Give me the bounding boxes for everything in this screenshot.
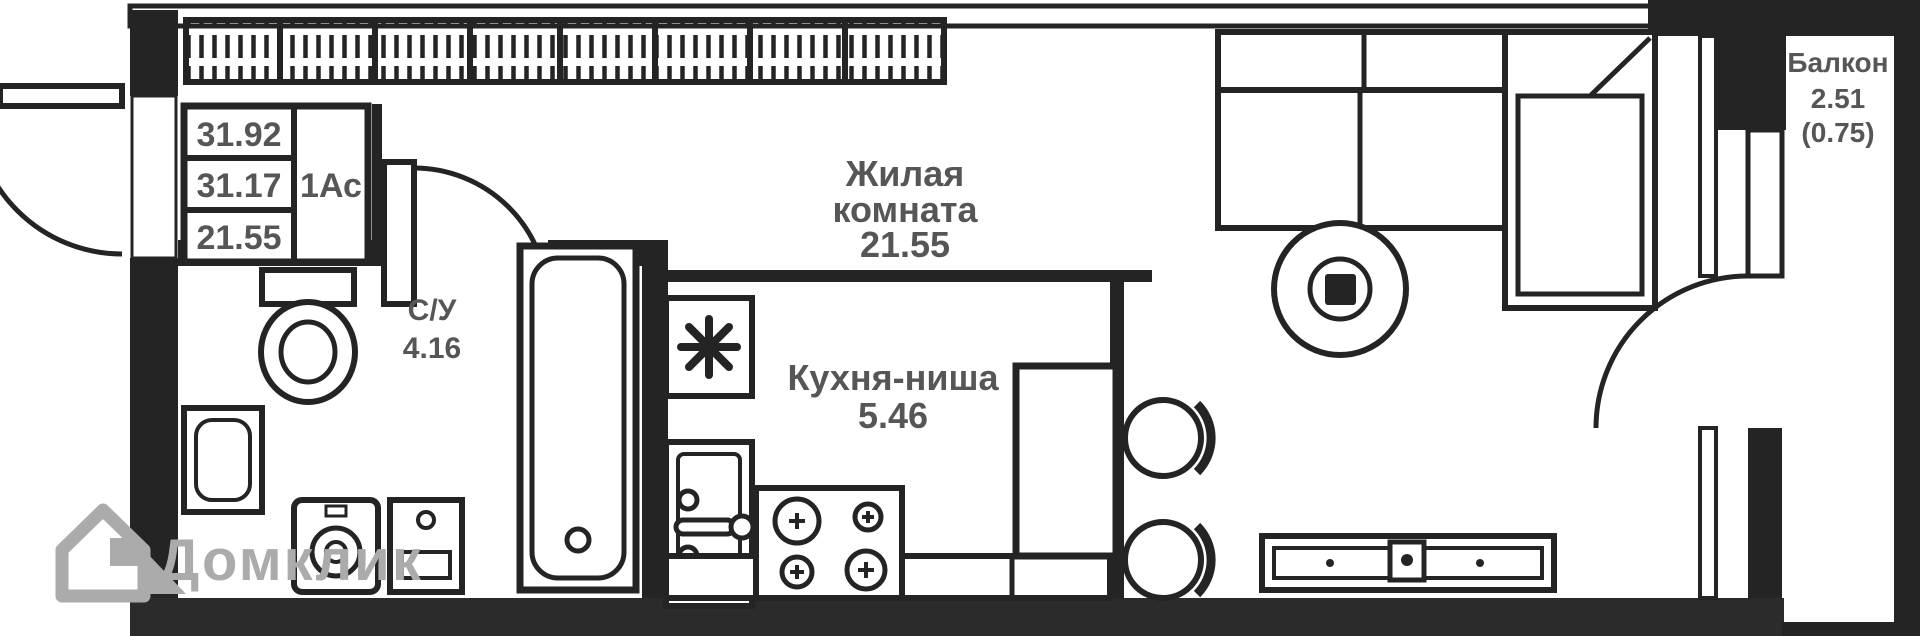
balcony-door-arc (1593, 273, 1749, 429)
toilet (258, 267, 358, 405)
bar-stool-2 (1122, 519, 1216, 601)
stove (753, 485, 905, 601)
bar-counter (1012, 362, 1120, 560)
balcony-window-glass-lower (1698, 426, 1718, 600)
closet-partition (372, 104, 382, 242)
stamp-layout-code: 1Ас (300, 167, 362, 205)
balcony-label: Балкон (1787, 47, 1888, 78)
bathroom-vanity (181, 405, 265, 515)
left-wall-upper (130, 10, 178, 96)
entrance-door-leaf (0, 83, 125, 109)
round-table (1271, 220, 1409, 358)
domclick-house-icon (55, 503, 186, 603)
kitchen-niche-beam (666, 270, 1152, 282)
balcony-area-coeff: (0.75) (1801, 117, 1874, 148)
kitchen-label: Кухня-ниша (787, 357, 999, 398)
balcony-window-glass-upper (1698, 34, 1718, 278)
balcony-partition-lower (1748, 428, 1782, 598)
stamp-total-area: 31.92 (196, 116, 281, 154)
living-room-label-line2: комната (832, 189, 978, 230)
tv-stand (1259, 533, 1557, 593)
balcony-sill (1745, 127, 1785, 279)
balcony-bottom-rail (1782, 622, 1920, 636)
bottom-wall (130, 598, 1784, 636)
entrance-door (0, 83, 125, 257)
stamp-room-area: 21.55 (196, 219, 281, 257)
bathroom-area: 4.16 (403, 332, 461, 365)
bathroom-cabinet (387, 497, 465, 595)
kitchen-area: 5.46 (858, 395, 928, 436)
bathroom-label: С/У (408, 294, 457, 327)
wardrobe (183, 17, 947, 85)
vent-shaft (663, 295, 755, 399)
balcony-area: 2.51 (1811, 83, 1866, 114)
domclick-wordmark: Домклик (158, 528, 423, 593)
faucet-icon (673, 517, 737, 537)
washing-machine (291, 497, 381, 595)
living-room-label-line1: Жилая (845, 153, 965, 194)
balcony-pier (1712, 0, 1786, 130)
bathroom-door-leaf (381, 159, 417, 307)
entrance-opening (130, 94, 178, 260)
entrance-door-arc (0, 185, 123, 257)
bathtub (516, 242, 640, 594)
bar-stool-1 (1122, 397, 1216, 479)
right-wall (1894, 0, 1920, 636)
corner-sofa (1215, 29, 1658, 311)
domclick-watermark: Домклик (55, 503, 423, 603)
stamp-calc-area: 31.17 (196, 167, 281, 205)
living-room-area: 21.55 (860, 224, 950, 265)
burner-cross-icons (789, 511, 874, 579)
area-stamp (180, 102, 372, 266)
fan-icon (677, 315, 741, 379)
